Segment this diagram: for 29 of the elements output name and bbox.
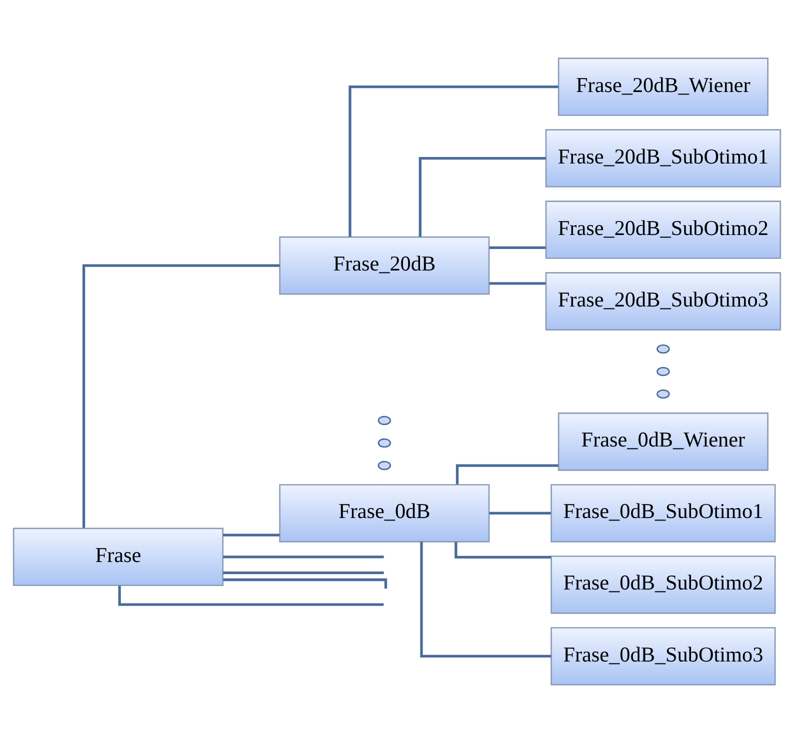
connector (418, 156, 546, 236)
node-ellipse (378, 415, 392, 425)
connector (223, 570, 384, 574)
connector (456, 464, 558, 484)
connector (489, 246, 546, 248)
node-ellipse (378, 438, 392, 448)
node-box: Frase_20dB_SubOtimo1 (545, 128, 782, 187)
node-ellipse (656, 344, 670, 354)
connector (420, 541, 552, 658)
connector (223, 555, 384, 558)
node-box: Frase_0dB_Wiener (558, 412, 768, 470)
connector (223, 578, 388, 588)
node-box: Frase_20dB_SubOtimo3 (545, 272, 782, 330)
connector (223, 533, 280, 536)
connector (489, 511, 551, 514)
node-box: Frase_0dB_SubOtimo3 (550, 626, 776, 685)
node-box: Frase_20dB_Wiener (558, 57, 768, 116)
connector (489, 282, 546, 284)
node-box: Frase (12, 527, 224, 586)
node-box: Frase_0dB (279, 484, 490, 542)
node-ellipse (378, 460, 392, 470)
node-box: Frase_20dB_SubOtimo2 (545, 200, 782, 258)
connector (82, 264, 280, 528)
connector (348, 84, 558, 236)
node-ellipse (656, 366, 670, 376)
node-box: Frase_0dB_SubOtimo1 (550, 484, 776, 542)
node-ellipse (656, 388, 670, 398)
node-box: Frase_20dB (279, 236, 490, 294)
node-box: Frase_0dB_SubOtimo2 (550, 555, 776, 614)
